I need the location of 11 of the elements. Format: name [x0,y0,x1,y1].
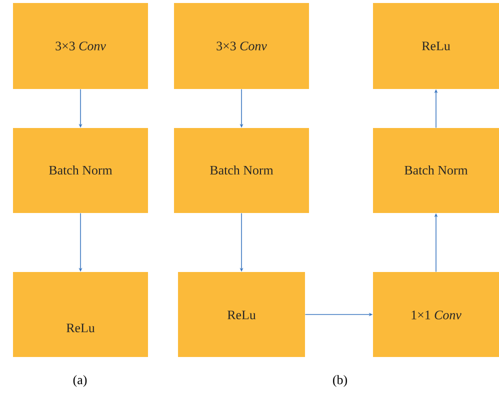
process-box: ReLu [13,272,148,357]
subfigure-label: (a) [73,375,87,387]
process-box: 3×3 Conv [174,3,309,89]
process-box: 3×3 Conv [13,3,148,89]
process-box: Batch Norm [373,128,499,213]
process-box: Batch Norm [13,128,148,213]
process-box: Batch Norm [174,128,309,213]
process-box: 1×1 Conv [373,272,499,357]
process-box: ReLu [373,3,499,89]
subfigure-label: (b) [333,375,347,387]
process-box: ReLu [178,272,305,357]
